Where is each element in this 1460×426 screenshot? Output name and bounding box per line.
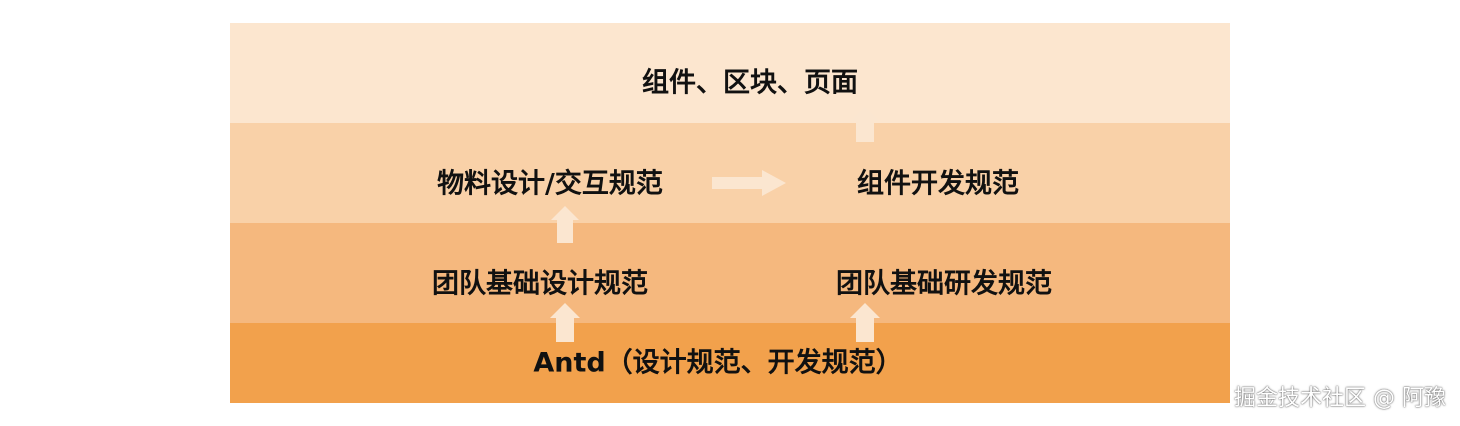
arrow-up-antd-to-design-icon <box>550 303 580 342</box>
label-material-interaction-spec: 物料设计/交互规范 <box>437 168 663 200</box>
label-antd: Antd（设计规范、开发规范） <box>533 347 903 379</box>
arrow-right-material-to-component-icon <box>712 170 786 196</box>
layer-band-upper-middle <box>230 123 1230 223</box>
label-team-design-spec: 团队基础设计规范 <box>432 268 648 300</box>
watermark: 掘金技术社区 @ 阿豫 <box>1234 386 1446 411</box>
label-components-blocks-pages: 组件、区块、页面 <box>642 67 858 99</box>
layer-band-top <box>230 23 1230 123</box>
label-team-dev-spec: 团队基础研发规范 <box>836 268 1052 300</box>
layer-band-lower-middle <box>230 223 1230 323</box>
arrow-up-component-to-page-icon <box>850 106 880 142</box>
layer-band-bottom <box>230 323 1230 403</box>
arrow-up-design-to-material-icon <box>551 206 579 243</box>
label-component-dev-spec: 组件开发规范 <box>857 168 1019 200</box>
arrow-up-antd-to-dev-icon <box>850 303 880 342</box>
